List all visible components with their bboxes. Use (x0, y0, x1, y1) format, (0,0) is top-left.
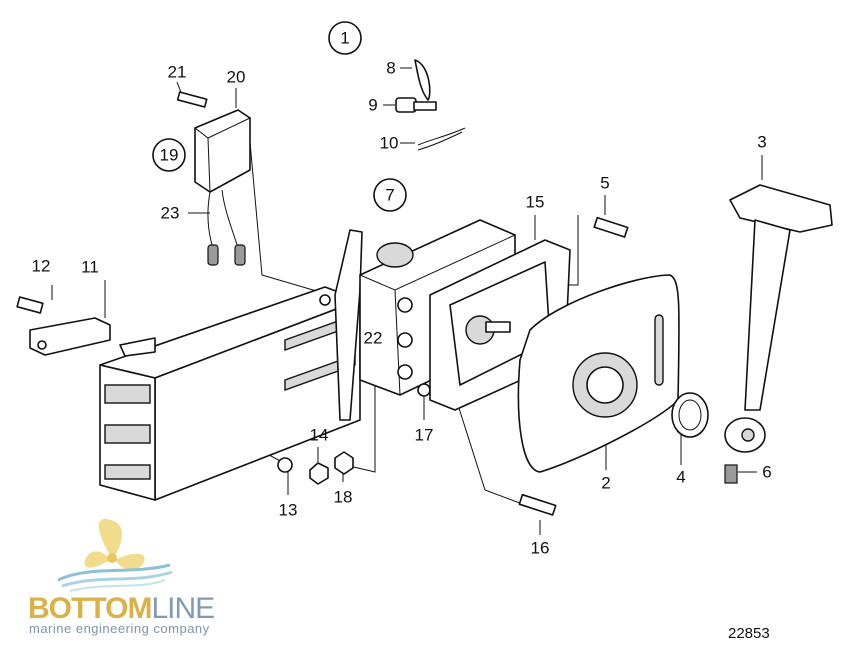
bracket (16, 296, 156, 357)
callout-21: 21 (168, 62, 187, 81)
callout-5: 5 (600, 173, 609, 192)
callout-labels: 1 7 19 2 3 4 5 6 8 9 10 11 12 13 14 15 1… (32, 21, 772, 557)
callout-9: 9 (368, 95, 377, 114)
callout-2: 2 (601, 473, 610, 492)
pin-parts (395, 59, 466, 151)
callout-6: 6 (762, 462, 771, 481)
control-lever (724, 184, 833, 484)
reference-number: 22853 (728, 625, 770, 642)
mounting-arm (99, 286, 361, 501)
callout-1: 1 (340, 28, 349, 47)
callout-15: 15 (526, 192, 545, 211)
callout-13: 13 (279, 500, 298, 519)
fasteners (277, 216, 629, 516)
callout-10: 10 (380, 133, 399, 152)
callout-14: 14 (310, 425, 329, 444)
washer (671, 392, 709, 438)
callout-7: 7 (385, 185, 394, 204)
callout-22: 22 (364, 328, 383, 347)
callout-17: 17 (415, 425, 434, 444)
control-box (176, 91, 252, 266)
callout-3: 3 (757, 132, 766, 151)
callout-19: 19 (160, 145, 179, 164)
callout-23: 23 (161, 203, 180, 222)
callout-18: 18 (334, 487, 353, 506)
callout-12: 12 (32, 256, 51, 275)
cover-plate (517, 274, 680, 473)
callout-16: 16 (531, 538, 550, 557)
logo-wordmark: BOTTOMLINE (28, 592, 215, 625)
logo-tagline: marine engineering company (29, 621, 210, 636)
callout-8: 8 (386, 58, 395, 77)
callout-11: 11 (81, 257, 99, 276)
propeller-logo-icon (57, 519, 173, 592)
callout-20: 20 (227, 67, 246, 86)
callout-4: 4 (676, 467, 685, 486)
